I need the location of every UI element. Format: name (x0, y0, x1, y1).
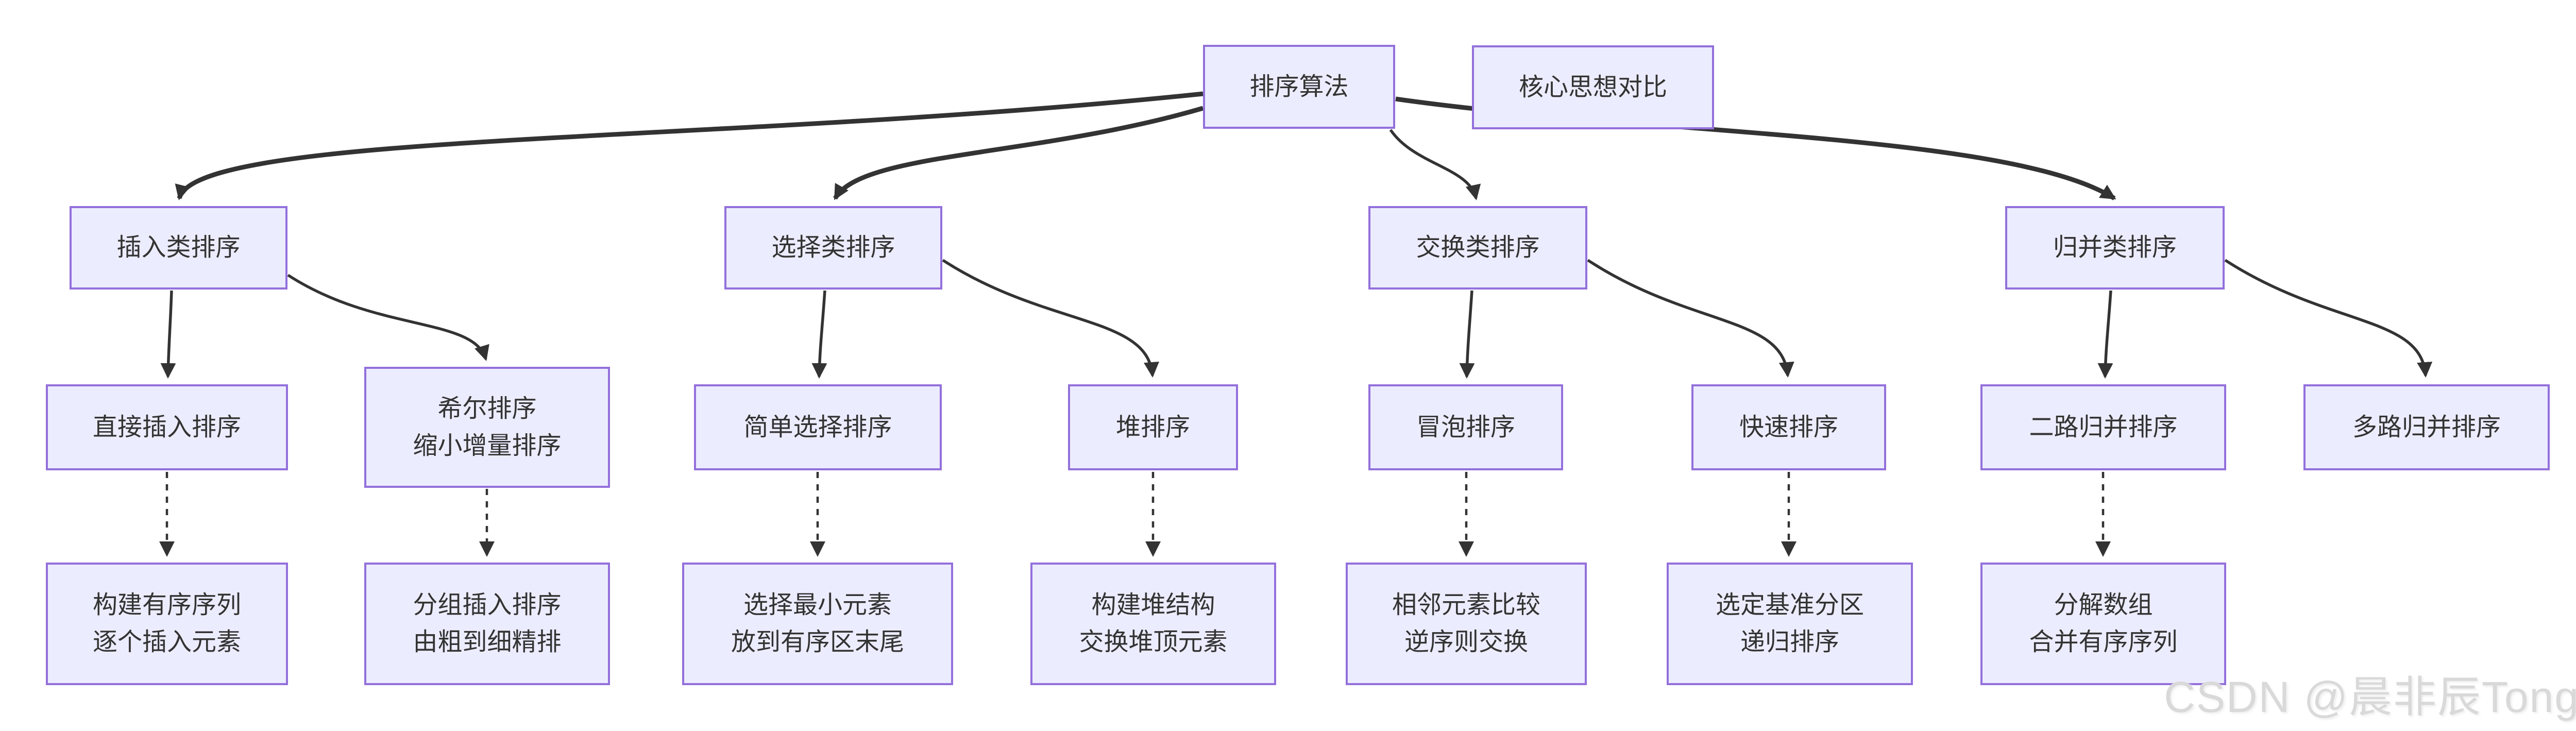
node-desc-quick: 选定基准分区 递归排序 (1667, 563, 1913, 685)
node-label-line: 分解数组 (2054, 591, 2153, 619)
node-label-line: 堆排序 (1115, 413, 1190, 441)
node-insertion-class-sort: 插入类排序 (70, 206, 287, 290)
edge-insertion-to-direct (160, 290, 176, 379)
node-selection-class-sort: 选择类排序 (724, 206, 942, 290)
watermark: CSDN @晨非辰Tong (2164, 673, 2576, 721)
node-label-line: 逆序则交换 (1404, 628, 1528, 656)
edge-exchange-to-quick (1587, 259, 1794, 378)
node-desc-two-way-merge: 分解数组 合并有序序列 (1980, 563, 2226, 685)
edge-exchange-to-bubble (1459, 290, 1475, 379)
node-label-line: 逐个插入元素 (92, 628, 241, 656)
edge-insertion-to-shell (287, 274, 489, 361)
node-label-line: 选择类排序 (771, 234, 895, 261)
node-merge-class-sort: 归并类排序 (2005, 206, 2225, 290)
edge-root-to-exchange-class (1389, 129, 1481, 200)
node-label-line: 选定基准分区 (1715, 591, 1864, 619)
node-label-line: 缩小增量排序 (413, 432, 562, 460)
node-two-way-merge-sort: 二路归并排序 (1980, 384, 2226, 470)
node-exchange-class-sort: 交换类排序 (1368, 206, 1587, 290)
node-label-line: 排序算法 (1249, 73, 1349, 100)
edge-merge-to-multi-way (2224, 259, 2433, 378)
node-label-line: 交换类排序 (1416, 234, 1540, 261)
node-label-line: 归并类排序 (2053, 234, 2177, 261)
node-core-idea-comparison: 核心思想对比 (1472, 45, 1714, 129)
node-heap-sort: 堆排序 (1068, 384, 1238, 470)
node-label-line: 构建有序序列 (92, 591, 241, 619)
node-label-line: 冒泡排序 (1416, 413, 1515, 441)
node-label-line: 二路归并排序 (2029, 413, 2178, 441)
node-shell-sort: 希尔排序 缩小增量排序 (364, 367, 610, 488)
node-label-line: 合并有序序列 (2029, 628, 2178, 656)
node-label-line: 直接插入排序 (92, 413, 241, 441)
node-desc-bubble: 相邻元素比较 逆序则交换 (1346, 563, 1587, 685)
edge-root-to-insertion-class (175, 91, 1204, 200)
node-label-line: 相邻元素比较 (1392, 591, 1540, 619)
node-label-line: 放到有序区末尾 (731, 628, 904, 656)
node-label-line: 核心思想对比 (1518, 73, 1667, 101)
node-label-line: 选择最小元素 (743, 591, 892, 619)
node-label-line: 多路归并排序 (2352, 413, 2501, 441)
node-sorting-algorithms: 排序算法 (1203, 45, 1395, 129)
node-label-line: 分组插入排序 (413, 591, 562, 619)
edge-selection-to-simple (811, 290, 827, 379)
node-direct-insertion-sort: 直接插入排序 (46, 384, 288, 470)
node-label-line: 希尔排序 (437, 395, 537, 422)
node-desc-heap: 构建堆结构 交换堆顶元素 (1030, 563, 1276, 685)
node-label-line: 快速排序 (1739, 413, 1838, 441)
edge-selection-to-heap (942, 259, 1159, 378)
node-label-line: 简单选择排序 (743, 413, 892, 441)
edge-root-to-selection-class (833, 106, 1204, 200)
node-quick-sort: 快速排序 (1691, 384, 1886, 470)
node-simple-selection-sort: 简单选择排序 (694, 384, 942, 470)
node-label-line: 递归排序 (1740, 628, 1839, 656)
node-label-line: 构建堆结构 (1091, 591, 1215, 619)
node-desc-simple-selection: 选择最小元素 放到有序区末尾 (682, 563, 953, 685)
node-desc-direct-insertion: 构建有序序列 逐个插入元素 (46, 563, 288, 685)
node-label-line: 由粗到细精排 (413, 628, 562, 656)
node-multi-way-merge-sort: 多路归并排序 (2303, 384, 2550, 470)
edge-merge-to-two-way (2097, 290, 2113, 379)
node-desc-shell: 分组插入排序 由粗到细精排 (364, 563, 610, 685)
node-bubble-sort: 冒泡排序 (1368, 384, 1563, 470)
node-label-line: 插入类排序 (116, 234, 241, 261)
node-label-line: 交换堆顶元素 (1079, 628, 1228, 656)
